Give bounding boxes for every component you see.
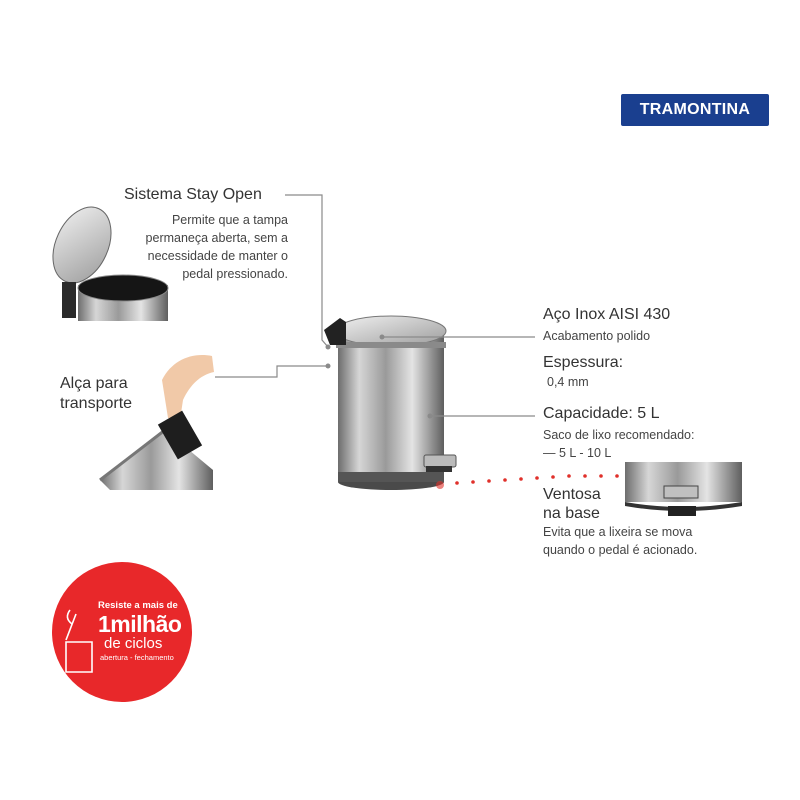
bin-cycle-icon [65,609,93,673]
handle-title: Alça para transporte [60,375,133,412]
thickness-value: 0,4 mm [547,375,589,389]
leader-lines [215,194,535,417]
suction-dotted-line [436,474,619,489]
badge-line-4: abertura - fechamento [100,653,174,662]
stay-open-description: Permite que a tampa permaneça aberta, se… [145,213,288,281]
badge-line-3: de ciclos [104,635,163,652]
base-suction-detail [625,462,742,516]
badge-line-1: Resiste a mais de [98,600,178,611]
open-lid-detail [52,206,169,321]
suction-title: Ventosa na base [543,486,601,522]
badge-line-2: 1milhão [98,611,182,637]
hand-lifting-handle [99,355,214,490]
stay-open-title: Sistema Stay Open [124,186,262,203]
capacity-title: Capacidade: 5 L [543,405,660,422]
thickness-title: Espessura: [543,354,624,371]
steel-finish: Acabamento polido [543,329,651,343]
steel-title: Aço Inox AISI 430 [543,306,671,323]
cycles-badge: Resiste a mais de 1milhão de ciclos aber… [52,562,192,702]
suction-description: Evita que a lixeira se mova quando o ped… [543,525,698,557]
brand-logo: TRAMONTINA [621,94,769,126]
trash-can-product [324,315,457,490]
capacity-description: Saco de lixo recomendado: — 5 L - 10 L [543,428,695,460]
